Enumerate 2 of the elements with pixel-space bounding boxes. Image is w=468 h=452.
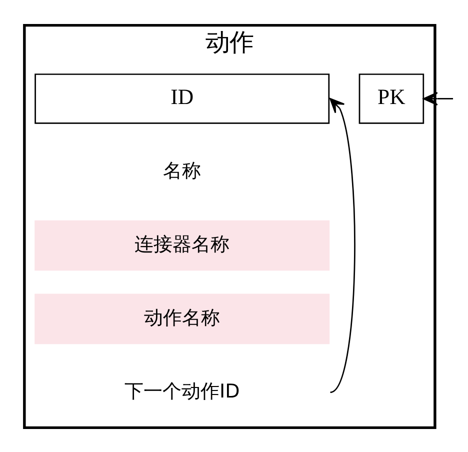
node-text: 名称: [163, 160, 202, 182]
node-text: 下一个动作ID: [124, 380, 240, 402]
